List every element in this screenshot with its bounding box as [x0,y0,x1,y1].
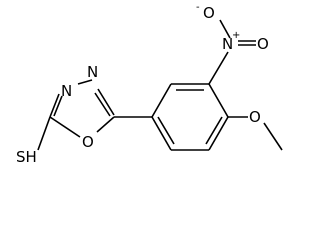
bond-ar-nitro [208,51,229,85]
bond-ar-inner-c [157,116,175,145]
atom-o-nitro-top-charge: - [196,2,200,13]
atom-n3-label: N [61,82,72,100]
atom-n4-label: N [87,63,98,81]
atom-o-nitro-right-label: O [257,35,269,53]
bond-c2-n3-double [53,95,63,117]
bond-n4-c5 [97,88,115,116]
bond-o-methyl [263,122,283,151]
bond-c5-o1 [96,116,115,133]
atom-n-nitro-charge: + [232,30,240,41]
atom-n-nitro-label: N [222,35,233,53]
bond-ar-6-1 [151,116,172,151]
structure-canvas: SH O N N N + O - O O [16,2,283,166]
bond-c2-n3 [49,93,60,118]
atom-o-nitro-top-label: O [203,4,215,22]
bond-ar-4-5 [208,116,229,151]
atom-sh-label: SH [16,148,37,166]
bond-ar-inner-b [205,116,223,145]
atom-o-methoxy-label: O [249,108,261,126]
bond-c2-sh [37,116,51,151]
bond-ar-1-2 [151,83,172,118]
bond-ar-3-4 [208,83,229,118]
bond-nitro-o-top [219,19,231,39]
bond-n3-n4 [77,79,93,85]
molecule-structure: SH O N N N + O - O O [16,2,283,166]
atom-o-ring-label: O [82,133,94,151]
bond-n4-c5-double [94,92,111,117]
bond-o1-c2 [49,116,81,138]
